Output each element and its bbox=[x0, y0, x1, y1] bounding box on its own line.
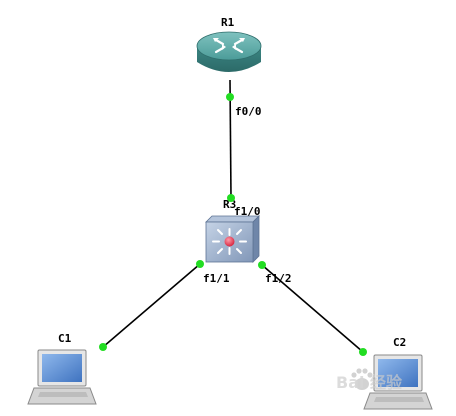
port-dot-r3-f1-0 bbox=[227, 194, 235, 202]
port-label-r3-f1-2: f1/2 bbox=[265, 272, 292, 285]
node-label-c2: C2 bbox=[393, 336, 406, 349]
port-dot-r1-f0-0 bbox=[226, 93, 234, 101]
layer3-switch-icon bbox=[205, 215, 260, 263]
router-icon bbox=[196, 31, 262, 72]
link-r3-c1 bbox=[102, 263, 201, 348]
node-label-r1: R1 bbox=[221, 16, 235, 29]
port-dot-r3-f1-1 bbox=[196, 260, 204, 268]
watermark: Bai 经验 bbox=[336, 368, 403, 392]
port-label-r3-f1-1: f1/1 bbox=[203, 272, 230, 285]
switch-center-indicator bbox=[224, 236, 235, 247]
port-label-r3-f1-0: f1/0 bbox=[234, 205, 261, 218]
port-label-r1-f0-0: f0/0 bbox=[235, 105, 262, 118]
watermark-text: Bai 经验 bbox=[336, 373, 403, 392]
laptop-c1[interactable]: C1 bbox=[27, 332, 97, 405]
port-dot-r3-f1-2 bbox=[258, 261, 266, 269]
switch-r3[interactable]: R3 bbox=[205, 198, 260, 263]
link-r3-c2 bbox=[261, 264, 364, 353]
paw-icon bbox=[351, 368, 373, 390]
laptop-icon bbox=[363, 354, 433, 410]
port-dot-c2 bbox=[359, 348, 367, 356]
laptop-icon bbox=[27, 349, 97, 405]
laptop-c2[interactable]: C2 bbox=[363, 336, 433, 410]
node-label-c1: C1 bbox=[58, 332, 72, 345]
port-dot-c1 bbox=[99, 343, 107, 351]
router-r1[interactable]: R1 bbox=[196, 16, 262, 72]
